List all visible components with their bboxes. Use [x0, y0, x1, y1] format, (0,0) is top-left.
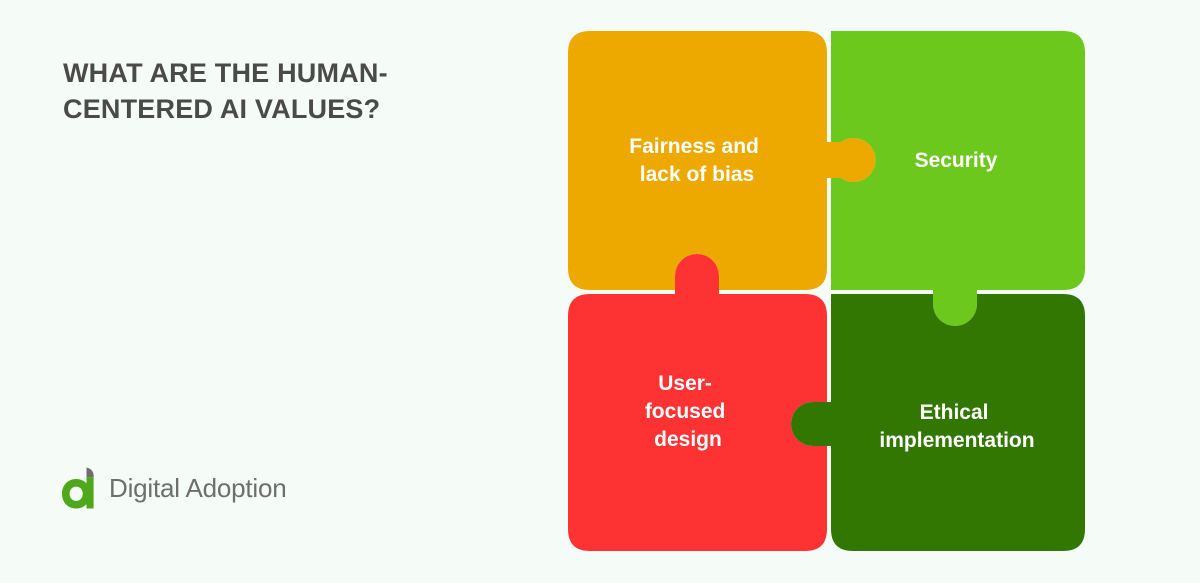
puzzle-piece-security[interactable]: Security [831, 31, 1085, 326]
puzzle-piece-ethical-implementation[interactable]: Ethical implementation [791, 294, 1085, 551]
digital-adoption-a-mark-icon [62, 467, 94, 509]
puzzle-svg: Fairness and lack of bias Security User-… [568, 31, 1085, 551]
puzzle-piece-user-focused-design[interactable]: User- focused design [568, 254, 827, 551]
puzzle-piece-fairness-shape [568, 31, 876, 290]
puzzle-piece-security-shape [831, 31, 1085, 326]
puzzle-piece-user-focused-design-shape [568, 254, 827, 551]
brand-logo[interactable]: Digital Adoption [60, 466, 287, 510]
puzzle-piece-security-label: Security [915, 149, 998, 172]
puzzle-piece-fairness-label: Fairness and lack of bias [629, 135, 764, 186]
puzzle-piece-user-focused-design-label: User- focused design [645, 372, 731, 451]
puzzle-diagram: Fairness and lack of bias Security User-… [560, 24, 1094, 560]
puzzle-piece-ethical-implementation-shape [791, 294, 1085, 551]
puzzle-piece-ethical-implementation-label: Ethical implementation [879, 401, 1034, 452]
puzzle-piece-fairness[interactable]: Fairness and lack of bias [568, 31, 876, 290]
page-title: What are the human-centered AI values? [63, 58, 388, 124]
brand-logo-text: Digital Adoption [109, 473, 287, 503]
